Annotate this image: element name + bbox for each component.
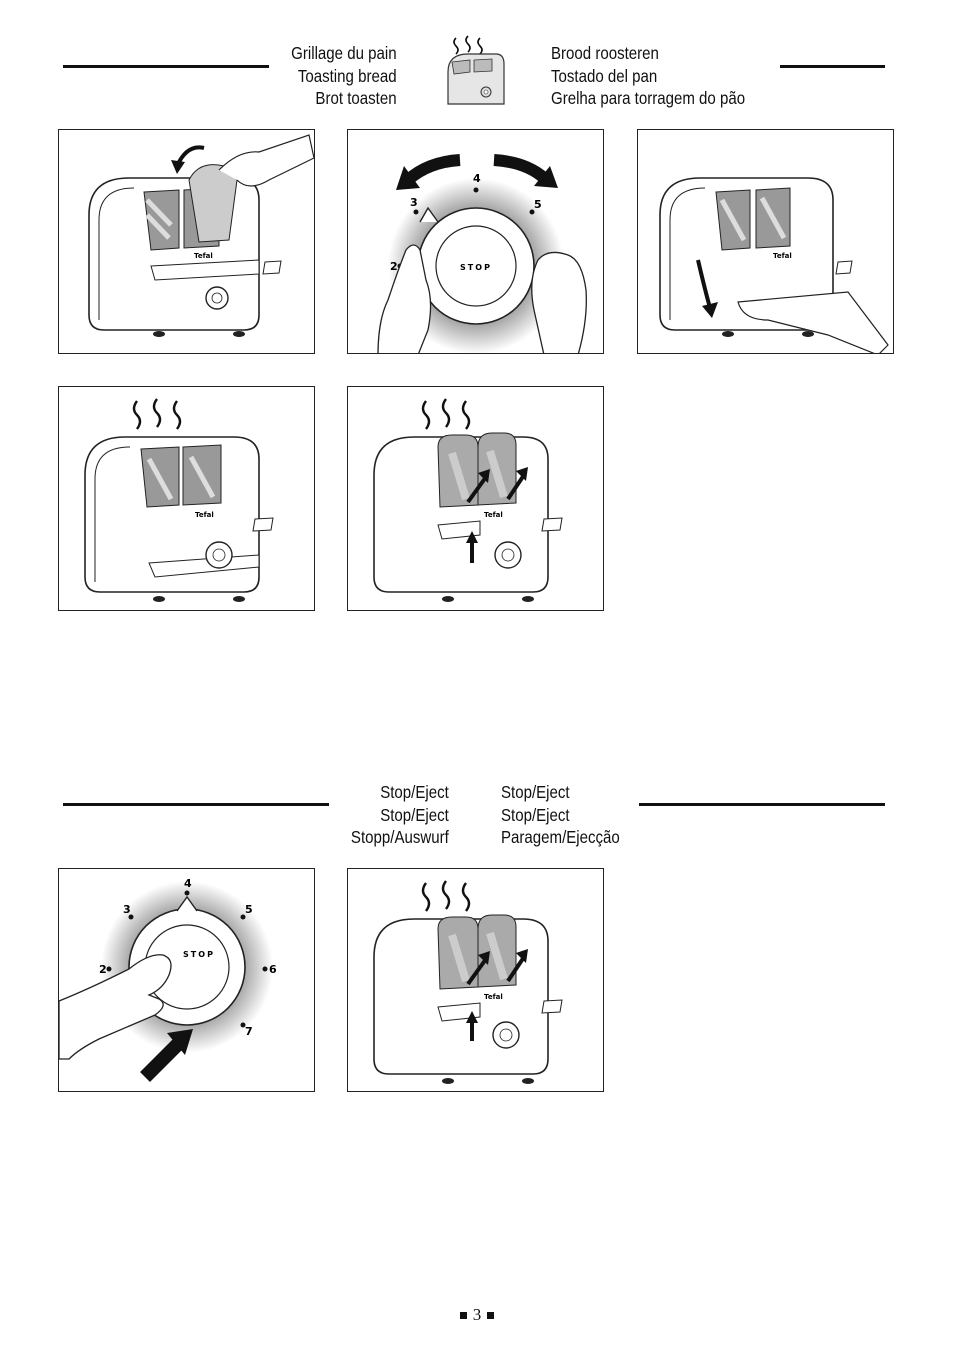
heading-line: Stop/Eject bbox=[380, 804, 449, 825]
heading-line: Stop/Eject bbox=[380, 782, 449, 802]
dial-number: 2 bbox=[99, 963, 107, 976]
dial-center-text: STOP bbox=[183, 950, 215, 959]
toaster-illustration: Tefal bbox=[659, 177, 889, 353]
heading-line: Stop/Eject bbox=[501, 804, 570, 825]
heading-line: Grillage du pain bbox=[291, 43, 397, 63]
toaster-illustration: Tefal bbox=[373, 880, 563, 1084]
dial-number: 3 bbox=[123, 903, 131, 916]
section2-heading-right: Stop/Eject Stop/Eject Paragem/Ejecção bbox=[501, 781, 620, 849]
toaster-illustration: Tefal bbox=[84, 398, 274, 602]
square-bullet-icon bbox=[459, 1311, 467, 1319]
step-toasting-illustration: Tefal bbox=[58, 386, 315, 611]
toaster-steam-icon bbox=[447, 35, 505, 105]
heading-line: Brot toasten bbox=[315, 88, 397, 108]
header-rule-right bbox=[780, 65, 885, 68]
brand-label: Tefal bbox=[484, 993, 503, 1001]
header-rule-right bbox=[639, 803, 885, 806]
dial-number: 5 bbox=[245, 903, 253, 916]
dial-number: 4 bbox=[184, 877, 192, 890]
dial-number: 5 bbox=[534, 198, 542, 211]
dial-number: 3 bbox=[410, 196, 418, 209]
brand-label: Tefal bbox=[194, 252, 213, 260]
square-bullet-icon bbox=[487, 1311, 495, 1319]
heading-line: Stopp/Auswurf bbox=[351, 827, 449, 847]
step-insert-bread-illustration: Tefal bbox=[58, 129, 315, 354]
toaster-illustration: Tefal bbox=[88, 134, 314, 337]
page-number: 3 bbox=[0, 1305, 954, 1325]
browning-dial-illustration: STOP 2 3 4 5 bbox=[377, 154, 587, 353]
step-press-lever-illustration: Tefal bbox=[637, 129, 894, 354]
section1-heading-right: Brood roosteren Tostado del pan Grelha p… bbox=[551, 42, 745, 110]
brand-label: Tefal bbox=[484, 511, 503, 519]
page-number-value: 3 bbox=[472, 1305, 482, 1324]
header-rule-left bbox=[63, 65, 269, 68]
header-rule-left bbox=[63, 803, 329, 806]
step-press-stop-illustration: STOP 2 3 4 5 6 7 bbox=[58, 868, 315, 1092]
section2-heading-left: Stop/Eject Stop/Eject Stopp/Auswurf bbox=[351, 781, 449, 849]
dial-center-text: STOP bbox=[460, 263, 492, 272]
dial-number: 4 bbox=[473, 172, 481, 185]
stop-dial-illustration: STOP 2 3 4 5 6 7 bbox=[59, 877, 277, 1082]
section1-heading-left: Grillage du pain Toasting bread Brot toa… bbox=[292, 42, 397, 110]
toaster-illustration: Tefal bbox=[373, 398, 563, 602]
dial-number: 7 bbox=[245, 1025, 253, 1038]
dial-number: 6 bbox=[269, 963, 277, 976]
heading-line: Tostado del pan bbox=[551, 65, 658, 86]
brand-label: Tefal bbox=[195, 511, 214, 519]
heading-line: Stop/Eject bbox=[501, 782, 570, 802]
step-bread-ejected-illustration: Tefal bbox=[347, 386, 604, 611]
step-stop-ejected-illustration: Tefal bbox=[347, 868, 604, 1092]
heading-line: Toasting bread bbox=[298, 65, 397, 86]
heading-line: Paragem/Ejecção bbox=[501, 827, 620, 847]
step-select-browning-illustration: STOP 2 3 4 5 bbox=[347, 129, 604, 354]
heading-line: Grelha para torragem do pão bbox=[551, 88, 746, 108]
brand-label: Tefal bbox=[773, 252, 792, 260]
heading-line: Brood roosteren bbox=[551, 43, 659, 63]
dial-number: 2 bbox=[390, 260, 398, 273]
